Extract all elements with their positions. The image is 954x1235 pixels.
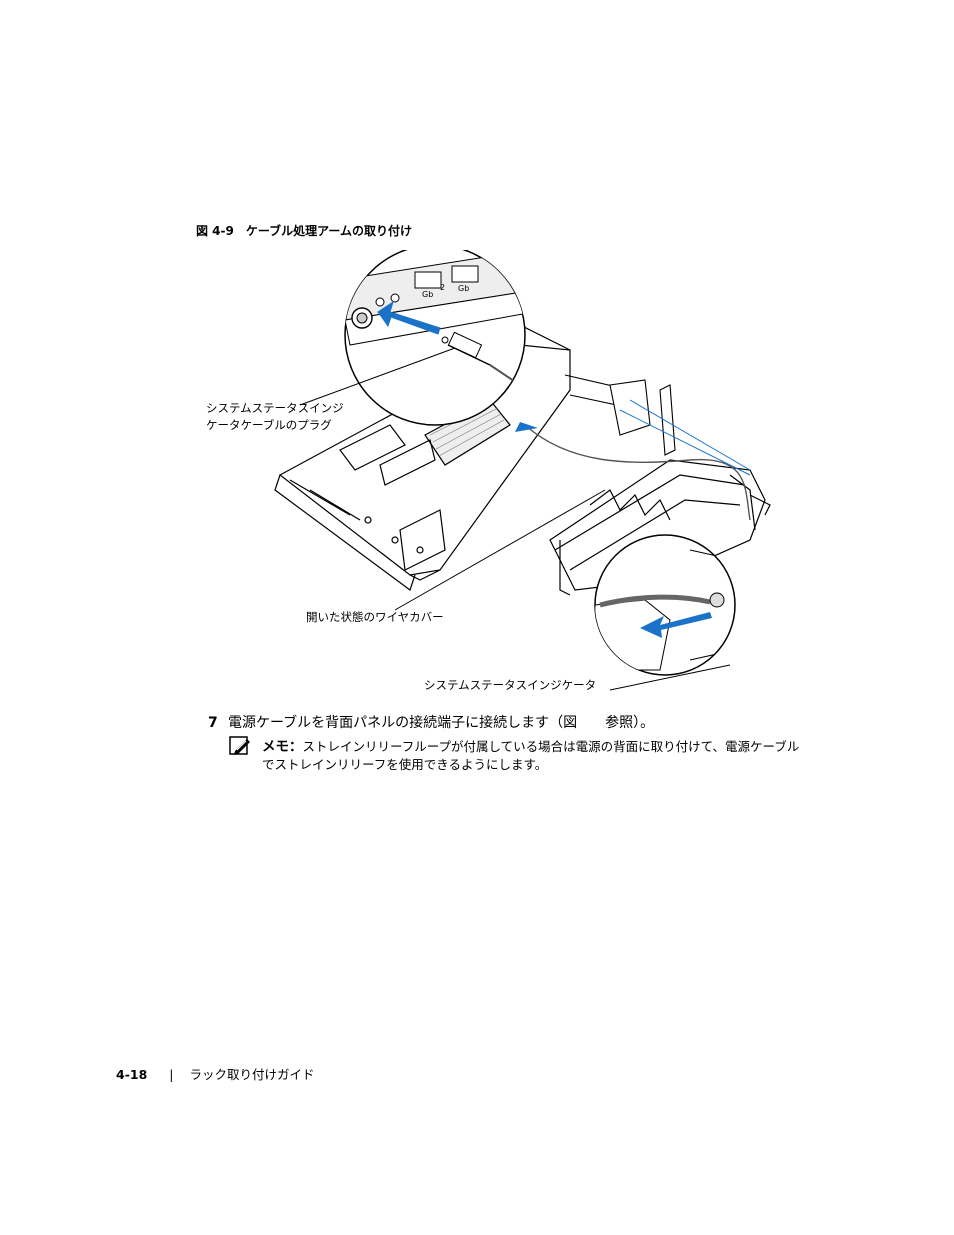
zoom-circle-top: Gb Gb 2 xyxy=(344,250,526,426)
port-label: 2 xyxy=(440,283,445,292)
step-text: 電源ケーブルを背面パネルの接続端子に接続します（図 参照）。 xyxy=(228,715,655,731)
leader-lines xyxy=(299,347,731,691)
footer-title: ラック取り付けガイド xyxy=(189,1067,315,1082)
step-number: 7 xyxy=(208,715,218,731)
cable-management-arm xyxy=(549,459,771,596)
zoom-circle-bottom xyxy=(594,534,736,676)
note-pencil-icon xyxy=(229,736,250,755)
note-text: ストレインリリーフループが付属している場合は電源の背面に取り付けて、電源ケーブル… xyxy=(262,739,800,772)
note-block: メモ：ストレインリリーフループが付属している場合は電源の背面に取り付けて、電源ケ… xyxy=(262,738,802,774)
figure-caption: 図 4-9 ケーブル処理アームの取り付け xyxy=(196,224,413,238)
cable-arm-illustration: Gb Gb 2 xyxy=(274,250,771,691)
callout-plug: システムステータスインジ ケータケーブルのプラグ xyxy=(206,401,344,432)
indicator-cable xyxy=(524,424,751,521)
rail xyxy=(564,374,676,456)
page-footer: 4-18 | ラック取り付けガイド xyxy=(116,1064,315,1083)
guide-lines xyxy=(619,399,751,476)
gb-label-1: Gb xyxy=(422,290,433,299)
page-number: 4-18 xyxy=(116,1067,148,1082)
callout-indicator: システムステータスインジケータ xyxy=(424,678,597,692)
gb-label-2: Gb xyxy=(458,284,469,293)
footer-separator: | xyxy=(169,1067,174,1082)
indicator-arrow xyxy=(640,612,712,638)
note-label: メモ： xyxy=(262,739,303,755)
step-7: 7 電源ケーブルを背面パネルの接続端子に接続します（図 参照）。 xyxy=(208,712,654,732)
connect-arrow-large xyxy=(377,300,441,335)
callout-wire-cover: 開いた状態のワイヤカバー xyxy=(306,610,444,624)
connect-arrow-small xyxy=(515,422,538,432)
